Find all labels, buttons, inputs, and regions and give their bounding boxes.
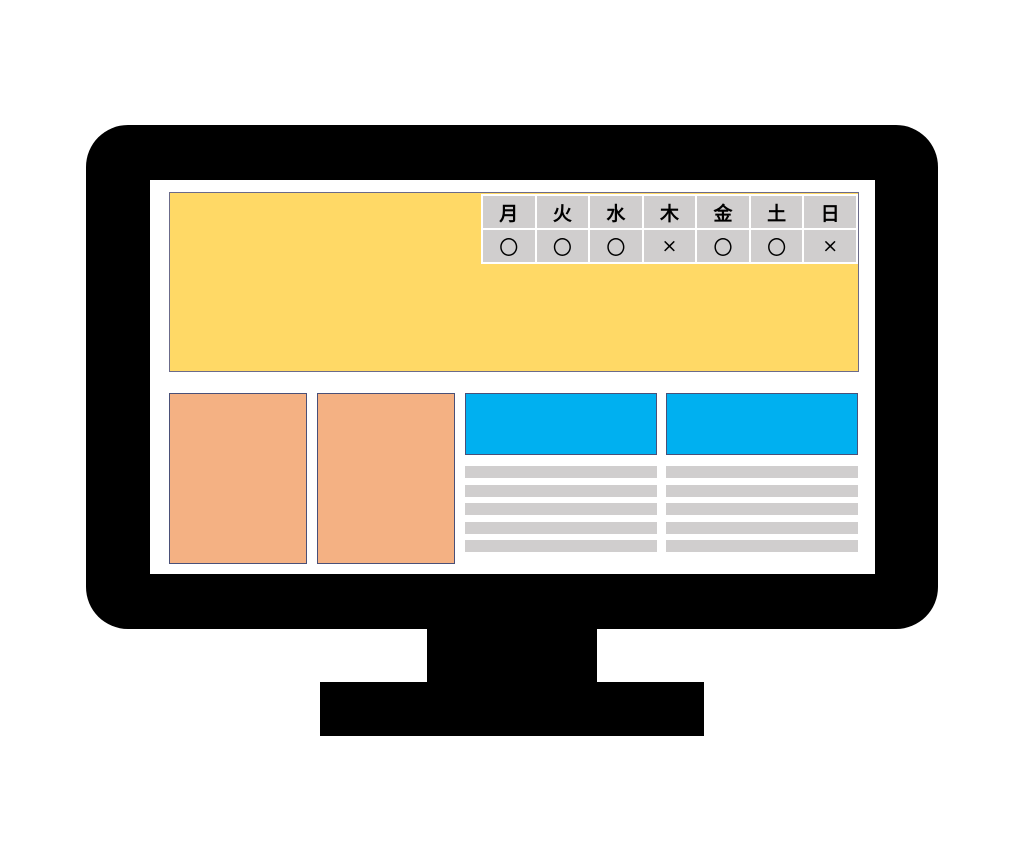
schedule-day: 木 (641, 194, 698, 230)
text-placeholder-line (465, 466, 657, 478)
schedule-mark: 〇 (534, 228, 591, 264)
monitor-neck (427, 627, 597, 683)
text-placeholder-line (666, 522, 858, 534)
schedule-marks-row: 〇 〇 〇 × 〇 〇 × (481, 228, 858, 264)
monitor-base (320, 682, 704, 736)
schedule-day: 日 (802, 194, 858, 230)
schedule-day: 金 (695, 194, 751, 230)
text-placeholder-line (465, 503, 657, 515)
schedule-mark: 〇 (481, 228, 537, 264)
schedule-day: 水 (588, 194, 644, 230)
content-card[interactable] (465, 393, 657, 563)
text-placeholder-line (666, 503, 858, 515)
card-header-image (666, 393, 858, 455)
text-placeholder-line (666, 540, 858, 552)
schedule-mark: 〇 (695, 228, 751, 264)
schedule-mark: × (641, 228, 698, 264)
text-placeholder-line (666, 485, 858, 497)
monitor-screen: 月 火 水 木 金 土 日 〇 〇 〇 × 〇 〇 × (150, 180, 875, 574)
text-placeholder-line (666, 466, 858, 478)
thumbnail-image[interactable] (169, 393, 307, 564)
schedule-day: 火 (534, 194, 591, 230)
schedule-days-row: 月 火 水 木 金 土 日 (481, 194, 858, 230)
thumbnail-image[interactable] (317, 393, 455, 564)
text-placeholder-line (465, 540, 657, 552)
schedule-mark: 〇 (748, 228, 805, 264)
text-placeholder-line (465, 522, 657, 534)
content-card[interactable] (666, 393, 858, 563)
schedule-day: 月 (481, 194, 537, 230)
schedule-day: 土 (748, 194, 805, 230)
schedule-mark: 〇 (588, 228, 644, 264)
schedule-table: 月 火 水 木 金 土 日 〇 〇 〇 × 〇 〇 × (481, 194, 858, 264)
schedule-mark: × (802, 228, 858, 264)
card-header-image (465, 393, 657, 455)
text-placeholder-line (465, 485, 657, 497)
